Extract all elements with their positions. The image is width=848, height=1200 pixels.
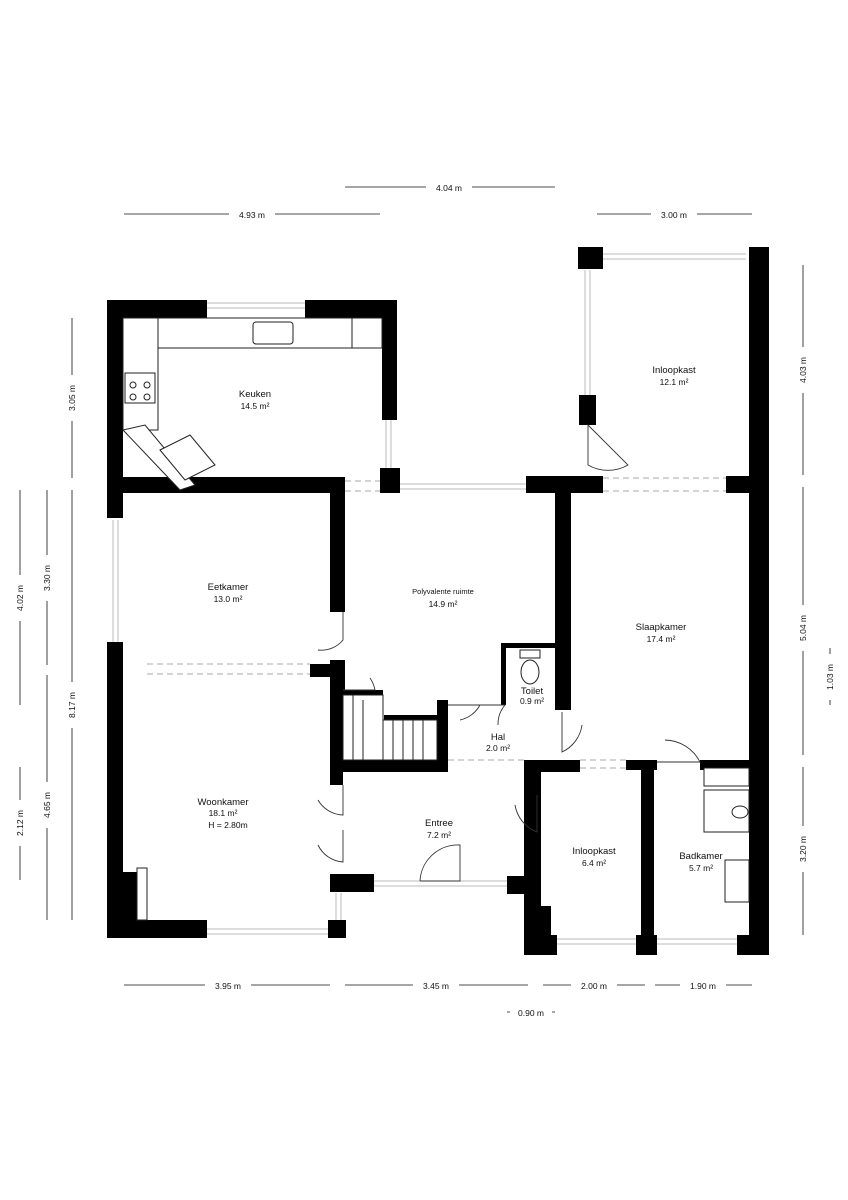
- room-entree-name: Entree: [425, 818, 453, 829]
- dim-right-4: 3.20 m: [798, 836, 808, 862]
- dim-bottom-4: 1.90 m: [690, 981, 716, 991]
- dim-left-6: 2.12 m: [15, 810, 25, 836]
- room-inloopkast-2-area: 6.4 m²: [582, 858, 606, 868]
- room-polyvalente-area: 14.9 m²: [429, 599, 458, 609]
- dimension-labels: 4.04 m 4.93 m 3.00 m 3.95 m 3.45 m 2.00 …: [13, 180, 837, 1018]
- room-slaapkamer-area: 17.4 m²: [647, 634, 676, 644]
- dim-right-1: 4.03 m: [798, 357, 808, 383]
- room-eetkamer-name: Eetkamer: [208, 582, 249, 593]
- dim-left-1: 3.05 m: [67, 385, 77, 411]
- room-toilet-area: 0.9 m²: [520, 696, 544, 706]
- dim-bottom-5: 0.90 m: [518, 1008, 544, 1018]
- room-inloopkast-1-name: Inloopkast: [652, 365, 696, 376]
- room-woonkamer-height: H = 2.80m: [208, 820, 247, 830]
- dim-top-1: 4.04 m: [436, 183, 462, 193]
- room-woonkamer-name: Woonkamer: [197, 797, 248, 808]
- dim-bottom-1: 3.95 m: [215, 981, 241, 991]
- windows: [112, 253, 746, 945]
- room-polyvalente-name: Polyvalente ruimte: [412, 587, 474, 596]
- room-slaapkamer-name: Slaapkamer: [636, 622, 687, 633]
- dim-left-4: 8.17 m: [67, 692, 77, 718]
- dim-left-5: 4.65 m: [42, 792, 52, 818]
- room-eetkamer-area: 13.0 m²: [214, 594, 243, 604]
- room-keuken-area: 14.5 m²: [241, 401, 270, 411]
- dim-left-2: 4.02 m: [15, 585, 25, 611]
- room-inloopkast-2-name: Inloopkast: [572, 846, 616, 857]
- room-keuken-name: Keuken: [239, 389, 271, 400]
- room-badkamer-name: Badkamer: [679, 851, 722, 862]
- dim-top-3: 3.00 m: [661, 210, 687, 220]
- dim-top-2: 4.93 m: [239, 210, 265, 220]
- dim-left-3: 3.30 m: [42, 565, 52, 591]
- dim-right-3: 1.03 m: [825, 664, 835, 690]
- dim-bottom-3: 2.00 m: [581, 981, 607, 991]
- dim-bottom-2: 3.45 m: [423, 981, 449, 991]
- doors: [317, 423, 701, 882]
- room-toilet-name: Toilet: [521, 686, 544, 697]
- walls: [107, 247, 769, 955]
- room-hal-name: Hal: [491, 732, 505, 743]
- dim-right-2: 5.04 m: [798, 615, 808, 641]
- room-woonkamer-area: 18.1 m²: [209, 808, 238, 818]
- fixtures: [122, 317, 750, 921]
- room-labels: Keuken 14.5 m² Inloopkast 12.1 m² Eetkam…: [197, 365, 722, 873]
- room-badkamer-area: 5.7 m²: [689, 863, 713, 873]
- room-hal-area: 2.0 m²: [486, 743, 510, 753]
- room-inloopkast-1-area: 12.1 m²: [660, 377, 689, 387]
- room-entree-area: 7.2 m²: [427, 830, 451, 840]
